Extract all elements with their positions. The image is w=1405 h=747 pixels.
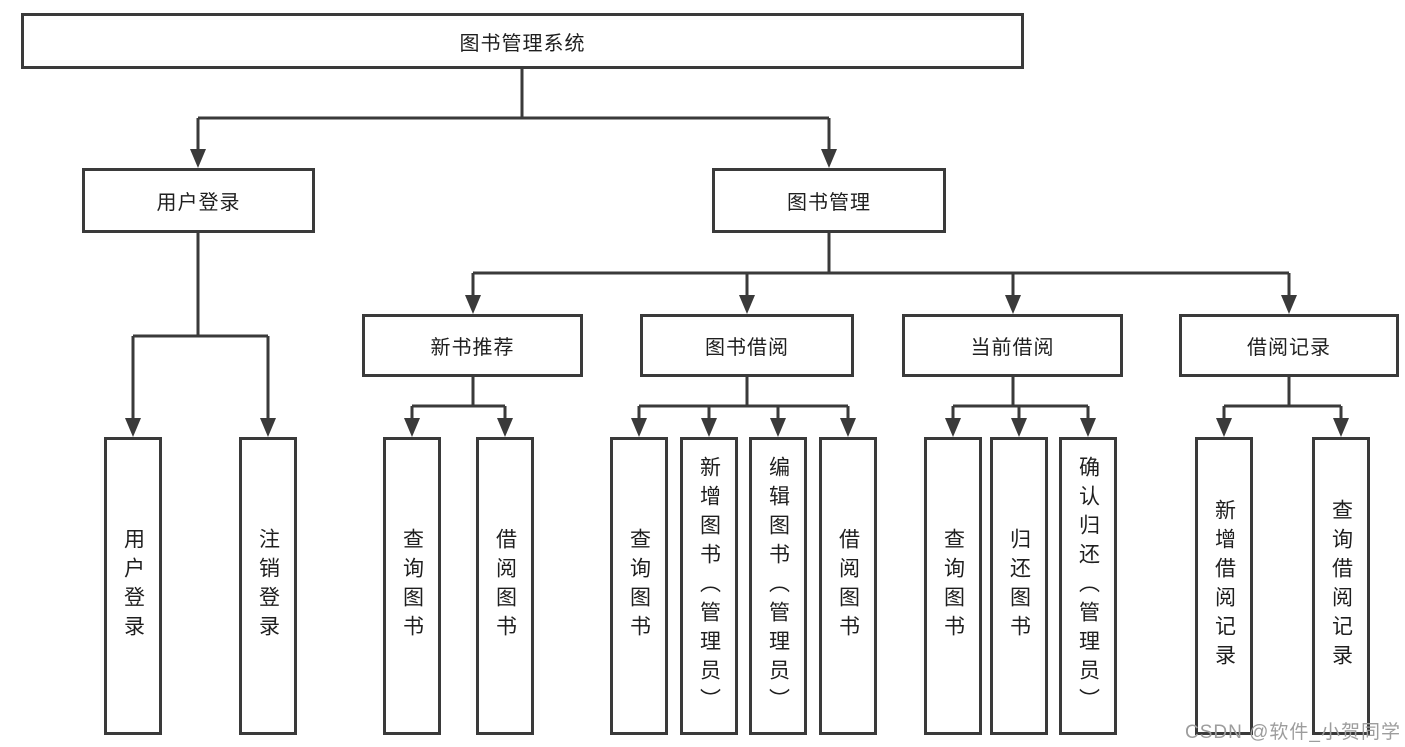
node-label: 图书借阅 — [705, 337, 789, 359]
leaf-add-borrow-record: 新增借阅记录 — [1195, 437, 1253, 735]
node-label: 编辑图书（管理员） — [766, 455, 790, 717]
node-label: 确认归还（管理员） — [1076, 455, 1100, 717]
node-label: 借阅图书 — [493, 528, 517, 644]
node-label: 图书管理 — [787, 192, 871, 214]
node-label: 用户登录 — [121, 528, 145, 644]
leaf-add-books-admin: 新增图书（管理员） — [680, 437, 738, 735]
node-label: 新书推荐 — [430, 337, 515, 359]
node-current-borrowing: 当前借阅 — [902, 314, 1123, 377]
node-label: 借阅记录 — [1247, 337, 1331, 359]
node-label: 用户登录 — [156, 192, 241, 214]
leaf-query-borrow-record: 查询借阅记录 — [1312, 437, 1370, 735]
leaf-borrow-books: 借阅图书 — [476, 437, 534, 735]
node-label: 注销登录 — [256, 528, 280, 644]
node-label: 查询图书 — [400, 528, 424, 644]
leaf-query-books: 查询图书 — [383, 437, 441, 735]
node-label: 当前借阅 — [970, 337, 1055, 359]
node-label: 归还图书 — [1007, 528, 1031, 644]
node-label: 图书管理系统 — [459, 32, 586, 55]
node-label: 借阅图书 — [836, 528, 860, 644]
node-label: 查询图书 — [941, 528, 965, 644]
node-borrowing-records: 借阅记录 — [1179, 314, 1399, 377]
leaf-return-books: 归还图书 — [990, 437, 1048, 735]
arrowheads — [125, 149, 1349, 437]
node-book-management: 图书管理 — [712, 168, 946, 233]
leaf-confirm-return-admin: 确认归还（管理员） — [1059, 437, 1117, 735]
node-label: 新增借阅记录 — [1212, 499, 1236, 673]
csdn-watermark: CSDN @软件_小贺同学 — [1185, 722, 1401, 743]
node-library-system: 图书管理系统 — [21, 13, 1024, 69]
leaf-query-books: 查询图书 — [924, 437, 982, 735]
node-label: 查询图书 — [627, 528, 651, 644]
node-label: 新增图书（管理员） — [697, 455, 721, 717]
leaf-user-login: 用户登录 — [104, 437, 162, 735]
node-label: 查询借阅记录 — [1329, 499, 1353, 673]
node-user-login: 用户登录 — [82, 168, 315, 233]
leaf-borrow-books: 借阅图书 — [819, 437, 877, 735]
node-book-borrowing: 图书借阅 — [640, 314, 854, 377]
node-new-book-recommendation: 新书推荐 — [362, 314, 583, 377]
leaf-logout: 注销登录 — [239, 437, 297, 735]
leaf-query-books: 查询图书 — [610, 437, 668, 735]
leaf-edit-books-admin: 编辑图书（管理员） — [749, 437, 807, 735]
